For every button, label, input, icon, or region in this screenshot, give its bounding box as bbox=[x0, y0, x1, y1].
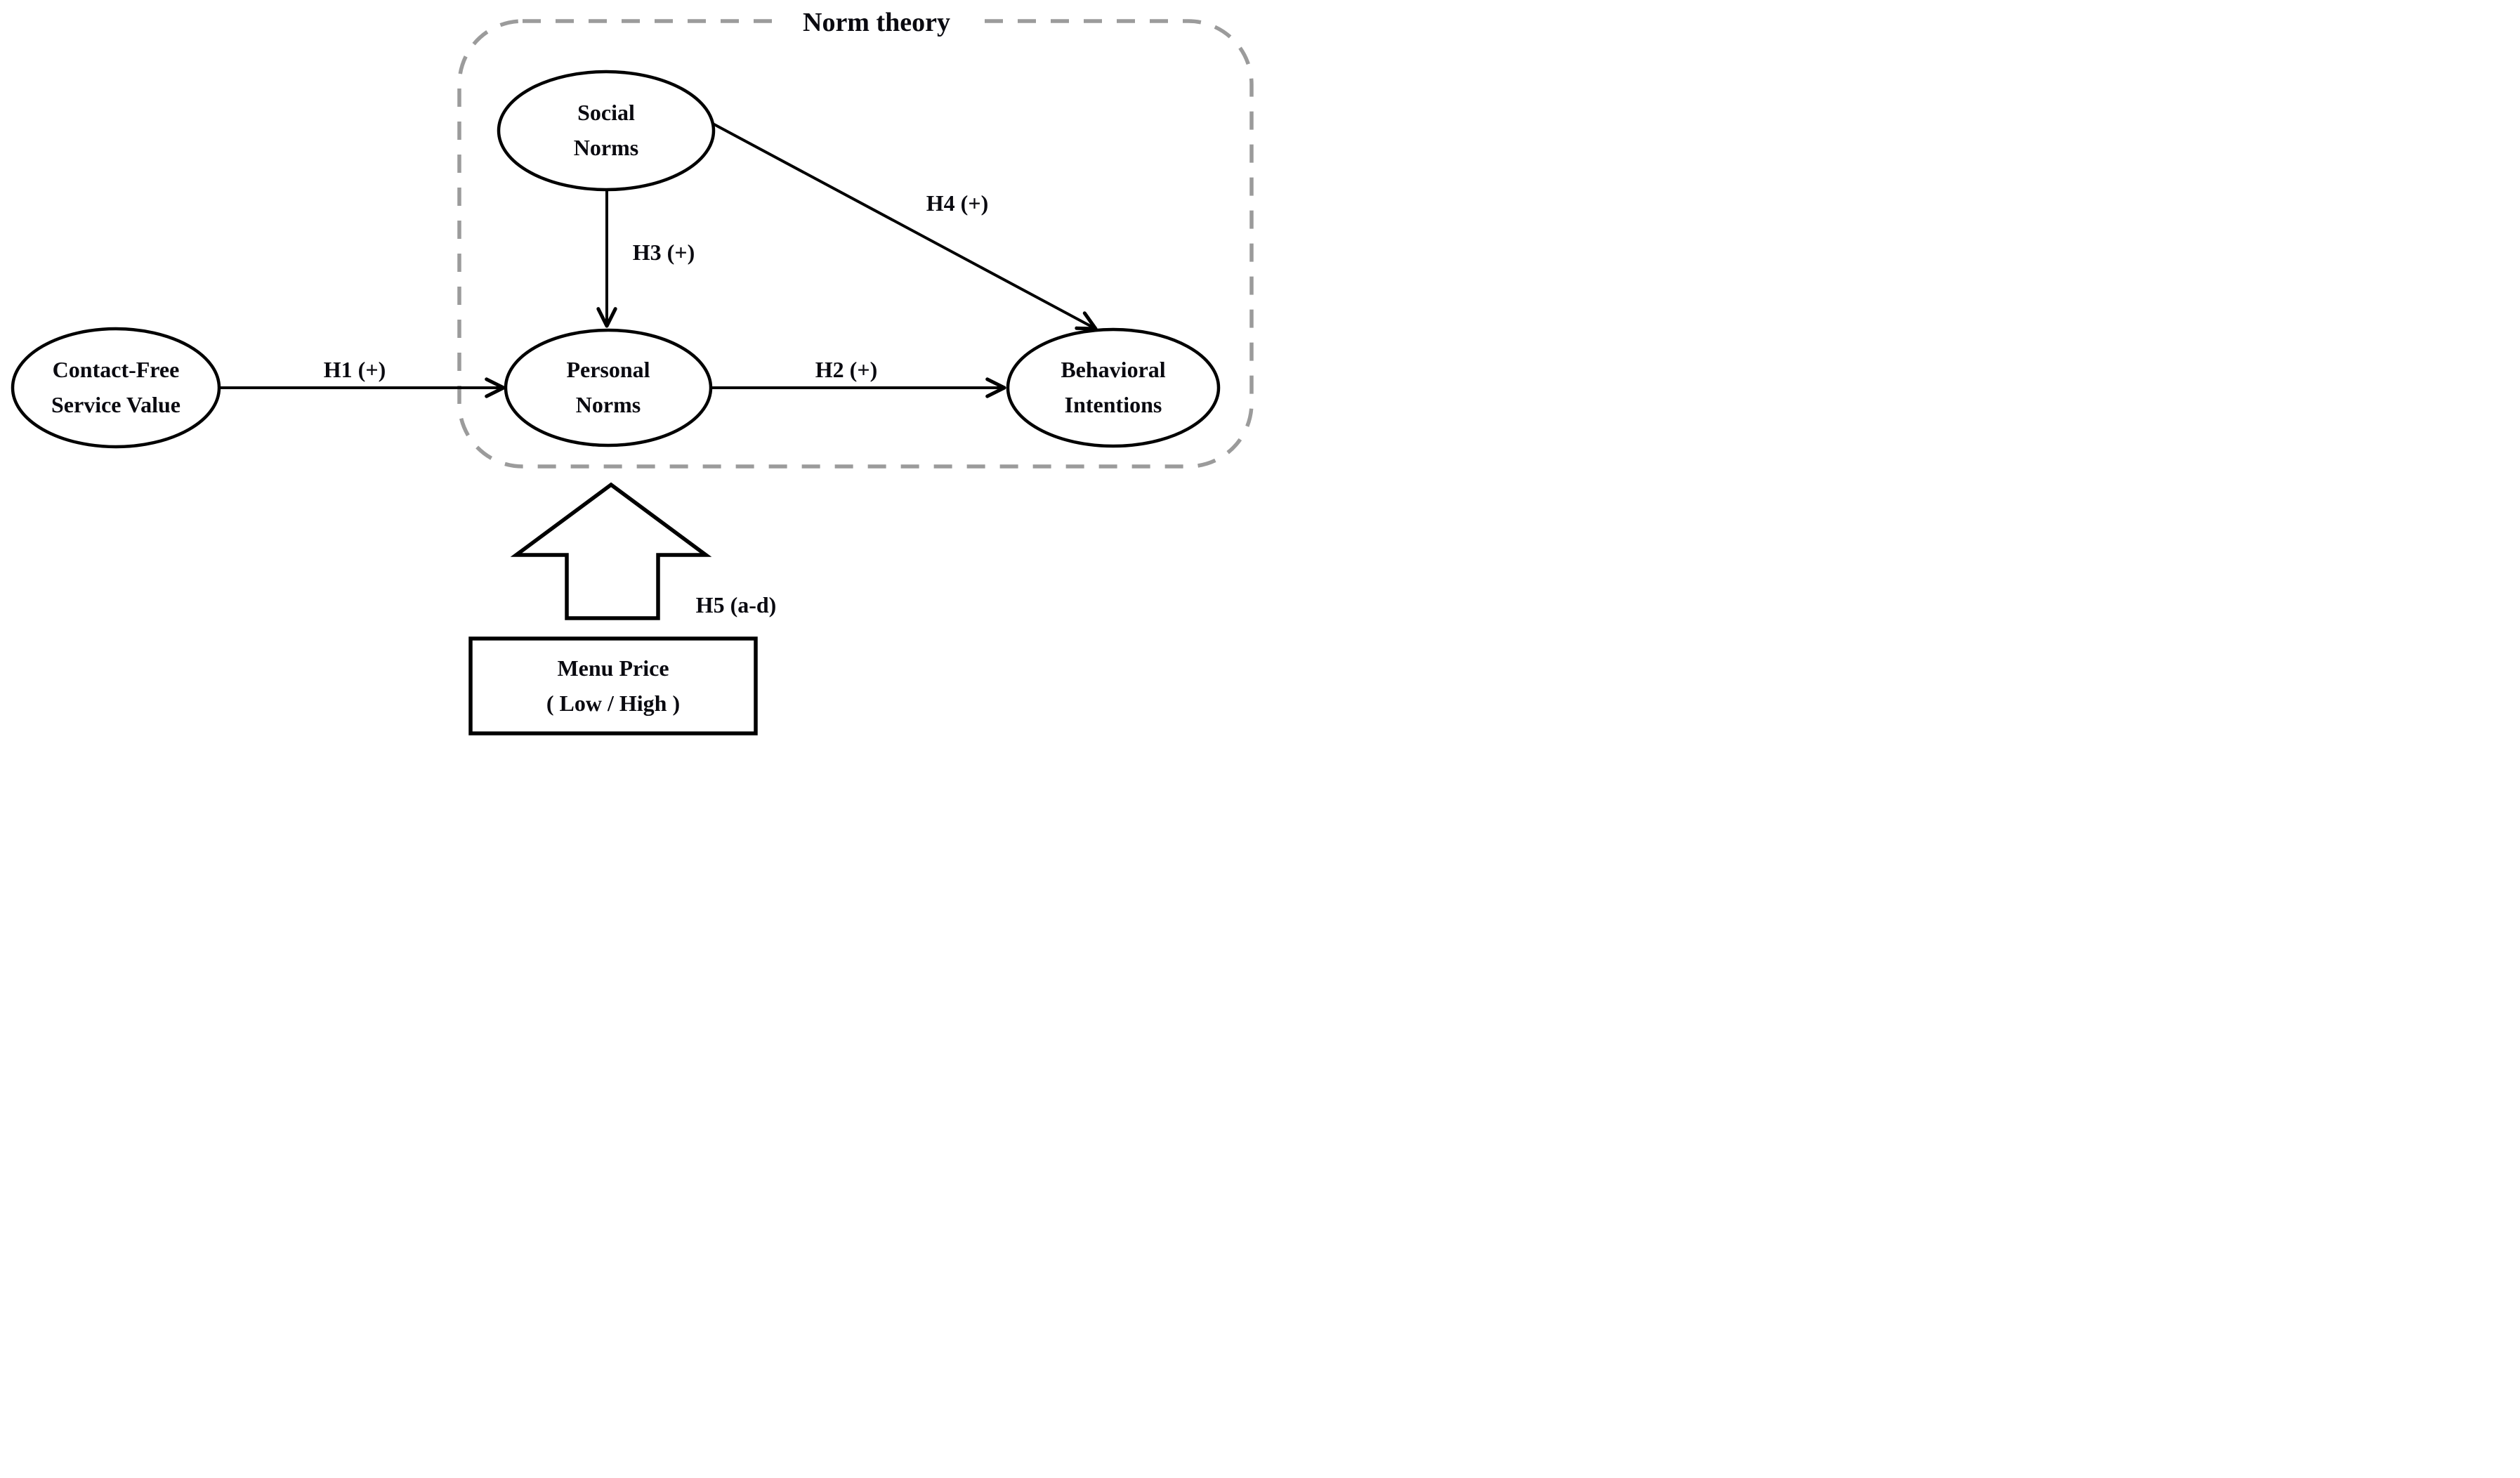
edge-h4-arrow bbox=[711, 122, 1098, 331]
contact-free-label-line1: Contact-Free bbox=[53, 357, 180, 382]
social-norms-label-line1: Social bbox=[577, 100, 635, 125]
personal-norms-ellipse bbox=[504, 328, 713, 447]
edge-h4-label: H4 (+) bbox=[926, 190, 988, 216]
edge-h2-label: H2 (+) bbox=[815, 357, 877, 382]
behavioral-intentions-label-line2: Intentions bbox=[1065, 392, 1162, 417]
social-norms-ellipse bbox=[497, 70, 716, 192]
node-contact-free-service-value: Contact-Free Service Value bbox=[11, 327, 221, 449]
edge-h3-label: H3 (+) bbox=[633, 240, 695, 265]
menu-price-label-line2: ( Low / High ) bbox=[546, 691, 680, 716]
node-personal-norms: Personal Norms bbox=[504, 328, 713, 447]
menu-price-label-line1: Menu Price bbox=[557, 655, 669, 681]
behavioral-intentions-ellipse bbox=[1006, 327, 1221, 448]
contact-free-label-line2: Service Value bbox=[51, 392, 181, 417]
edge-h5-label: H5 (a-d) bbox=[696, 592, 777, 617]
personal-norms-label-line2: Norms bbox=[576, 392, 641, 417]
contact-free-service-value-ellipse bbox=[11, 327, 221, 449]
personal-norms-label-line1: Personal bbox=[566, 357, 650, 382]
conceptual-model-figure: Norm theory H1 (+) H2 (+) H3 (+) H4 (+) … bbox=[0, 0, 1260, 739]
social-norms-label-line2: Norms bbox=[574, 135, 638, 160]
behavioral-intentions-label-line1: Behavioral bbox=[1061, 357, 1165, 382]
menu-price-box bbox=[468, 636, 758, 735]
model-diagram-canvas: Norm theory H1 (+) H2 (+) H3 (+) H4 (+) … bbox=[11, 4, 1254, 735]
edge-h5-block-arrow bbox=[510, 482, 712, 620]
norm-theory-title-backing bbox=[773, 4, 980, 38]
norm-theory-title: Norm theory bbox=[803, 8, 950, 37]
node-behavioral-intentions: Behavioral Intentions bbox=[1006, 327, 1221, 448]
node-social-norms: Social Norms bbox=[497, 70, 716, 192]
edge-h1-label: H1 (+) bbox=[324, 357, 386, 382]
node-menu-price: Menu Price ( Low / High ) bbox=[468, 636, 758, 735]
